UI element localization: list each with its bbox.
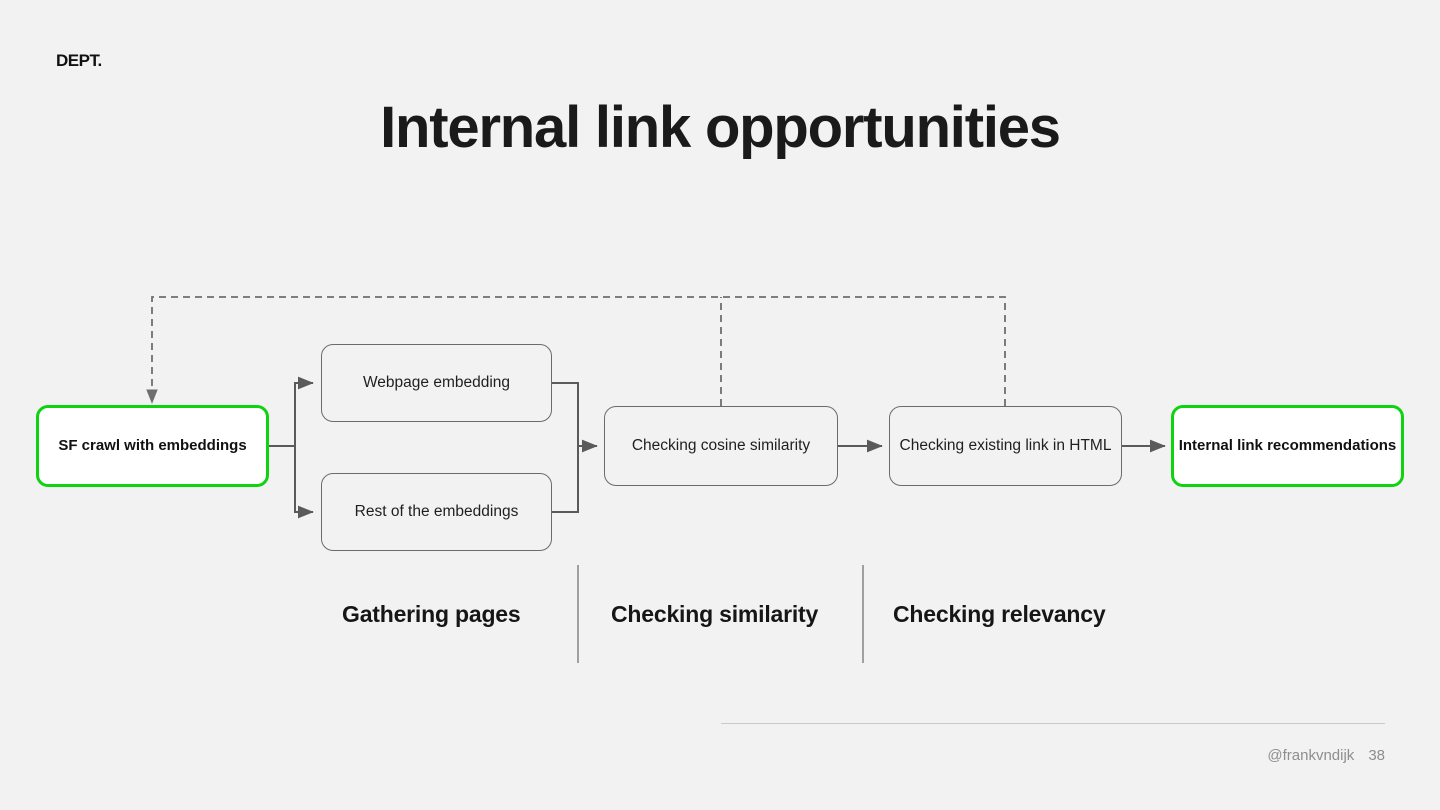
node-rest-of-the-embeddings[interactable]: Rest of the embeddings (321, 473, 552, 551)
phase-label-checking-relevancy: Checking relevancy (893, 601, 1106, 627)
connector-feedback-dashed (146, 296, 1006, 406)
page-title: Internal link opportunities (380, 95, 1061, 160)
node-internal-link-recommendations[interactable]: Internal link recommendations (1171, 405, 1404, 487)
footer-divider (721, 723, 1385, 724)
dept-logo: DEPT. (56, 51, 102, 70)
connector-sf-to-embeddings (269, 376, 314, 519)
footer: @frankvndijk 38 (1267, 747, 1385, 764)
footer-handle: @frankvndijk (1267, 747, 1355, 764)
node-checking-existing-link-in-html[interactable]: Checking existing link in HTML (889, 406, 1122, 486)
phase-label-checking-similarity: Checking similarity (611, 601, 819, 627)
node-sf-crawl-with-embeddings[interactable]: SF crawl with embeddings (36, 405, 269, 487)
phase-label-gathering-pages: Gathering pages (342, 601, 521, 627)
page-number: 38 (1368, 747, 1385, 764)
node-checking-cosine-similarity[interactable]: Checking cosine similarity (604, 406, 838, 486)
connector-embeddings-to-cosine (552, 382, 598, 513)
node-webpage-embedding[interactable]: Webpage embedding (321, 344, 552, 422)
